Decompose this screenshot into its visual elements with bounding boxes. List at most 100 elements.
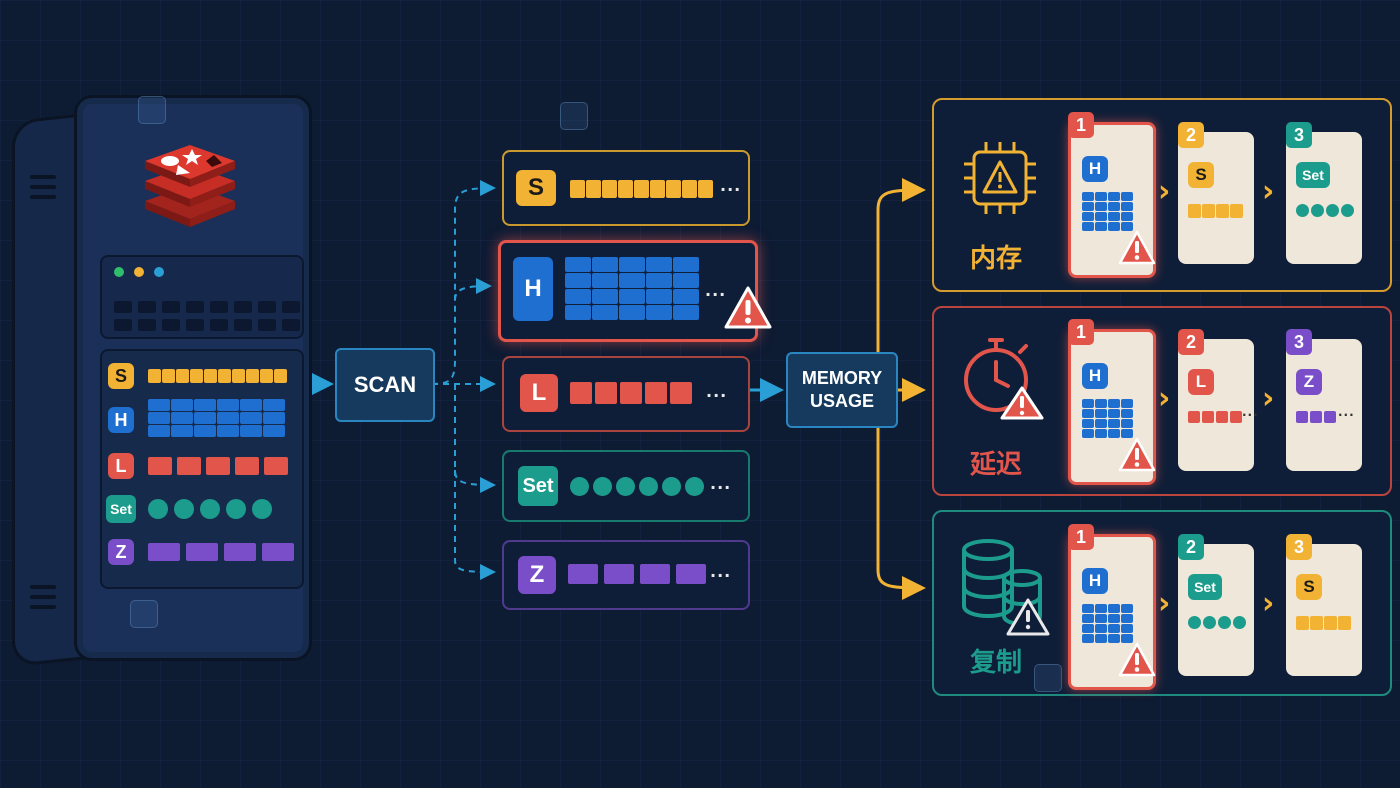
- hash-cell: [194, 412, 216, 424]
- hash-cell: [1121, 192, 1133, 201]
- key-hash-badge: H: [513, 257, 553, 321]
- string-cell: [570, 180, 585, 198]
- string-cell: [586, 180, 601, 198]
- list-cell: [570, 382, 592, 404]
- key-hash-box: H ...: [498, 240, 772, 342]
- hash-cell: [148, 412, 170, 424]
- string-cell: [682, 180, 697, 198]
- legend-list-badge: L: [108, 453, 134, 479]
- hash-cell: [1121, 614, 1133, 623]
- set-member: [1233, 616, 1246, 629]
- scan-box: SCAN: [335, 348, 435, 422]
- string-cell: [162, 369, 175, 383]
- warning-icon: [1118, 642, 1156, 677]
- card-type-badge: H: [1082, 363, 1108, 389]
- set-member: [1218, 616, 1231, 629]
- hash-cell: [171, 425, 193, 437]
- key-zset-badge: Z: [518, 556, 556, 594]
- set-member: [1311, 204, 1324, 217]
- vent: [30, 195, 56, 199]
- key-card: [1286, 544, 1362, 676]
- key-card: [1178, 544, 1254, 676]
- list-cell: [148, 457, 172, 475]
- key-list-badge: L: [520, 374, 558, 412]
- step-number: 2: [1178, 122, 1204, 148]
- hash-cell: [646, 289, 672, 304]
- hash-cell: [1082, 624, 1094, 633]
- hash-cell: [565, 257, 591, 272]
- hash-cell: [619, 305, 645, 320]
- string-cell: [260, 369, 273, 383]
- hash-cell: [1082, 192, 1094, 201]
- hash-cell: [1082, 409, 1094, 418]
- hash-cell: [1108, 212, 1120, 221]
- string-cell: [1188, 204, 1201, 218]
- hash-cell: [1121, 222, 1133, 231]
- hash-cell: [1095, 212, 1107, 221]
- hash-cell: [1082, 429, 1094, 438]
- key-list-box: L ...: [502, 356, 750, 432]
- set-member: [662, 477, 681, 496]
- database-warning-icon: [962, 539, 1050, 636]
- hash-cell: [1121, 429, 1133, 438]
- hash-cell: [1121, 419, 1133, 428]
- hash-cell: [1095, 399, 1107, 408]
- hash-cell: [673, 305, 699, 320]
- hash-cell: [1095, 222, 1107, 231]
- hash-cell: [1082, 604, 1094, 613]
- hash-cell: [240, 425, 262, 437]
- hash-cell: [217, 425, 239, 437]
- step-number: 2: [1178, 534, 1204, 560]
- list-cell: [595, 382, 617, 404]
- hash-cell: [1095, 419, 1107, 428]
- list-cell: [645, 382, 667, 404]
- card-type-badge: Set: [1296, 162, 1330, 188]
- more-indicator: ...: [1338, 405, 1355, 419]
- key-zset-box: Z ...: [502, 540, 750, 610]
- chevron-right-icon: ›: [1158, 586, 1171, 621]
- string-cell: [634, 180, 649, 198]
- warning-icon: [1118, 230, 1156, 265]
- set-member: [616, 477, 635, 496]
- hash-cell: [1108, 222, 1120, 231]
- string-cell: [650, 180, 665, 198]
- hash-cell: [1121, 624, 1133, 633]
- step-number: 1: [1068, 112, 1094, 138]
- set-member: [685, 477, 704, 496]
- stopwatch-warning-icon: [964, 338, 1044, 420]
- list-cell: [206, 457, 230, 475]
- hash-cell: [171, 412, 193, 424]
- data-type-legend: S H L Set Z: [100, 349, 304, 589]
- set-member: [226, 499, 246, 519]
- set-member: [593, 477, 612, 496]
- chevron-right-icon: ›: [1158, 174, 1171, 209]
- hash-cell: [148, 425, 170, 437]
- zset-member: [676, 564, 706, 584]
- warning-icon: [724, 286, 772, 329]
- more-indicator: ...: [705, 281, 727, 300]
- chevron-right-icon: ›: [1262, 586, 1275, 621]
- list-cell: [1202, 411, 1214, 423]
- status-led-yellow: [134, 267, 144, 277]
- hash-cell: [148, 399, 170, 411]
- hash-cell: [1108, 634, 1120, 643]
- key-card: [1286, 132, 1362, 264]
- hash-cell: [1095, 202, 1107, 211]
- hash-cell: [1108, 614, 1120, 623]
- impact-label: 复制: [970, 648, 1023, 678]
- step-number: 3: [1286, 329, 1312, 355]
- string-cell: [1310, 616, 1323, 630]
- hash-cell: [263, 412, 285, 424]
- hash-cell: [1108, 624, 1120, 633]
- warning-icon: [1118, 437, 1156, 472]
- hash-cell: [673, 257, 699, 272]
- step-number: 3: [1286, 534, 1312, 560]
- string-cell: [1296, 616, 1309, 630]
- key-card: [1178, 339, 1254, 471]
- string-cell: [1216, 204, 1229, 218]
- zset-member: [640, 564, 670, 584]
- hash-cell: [171, 399, 193, 411]
- vent: [30, 175, 56, 179]
- hash-cell: [1121, 399, 1133, 408]
